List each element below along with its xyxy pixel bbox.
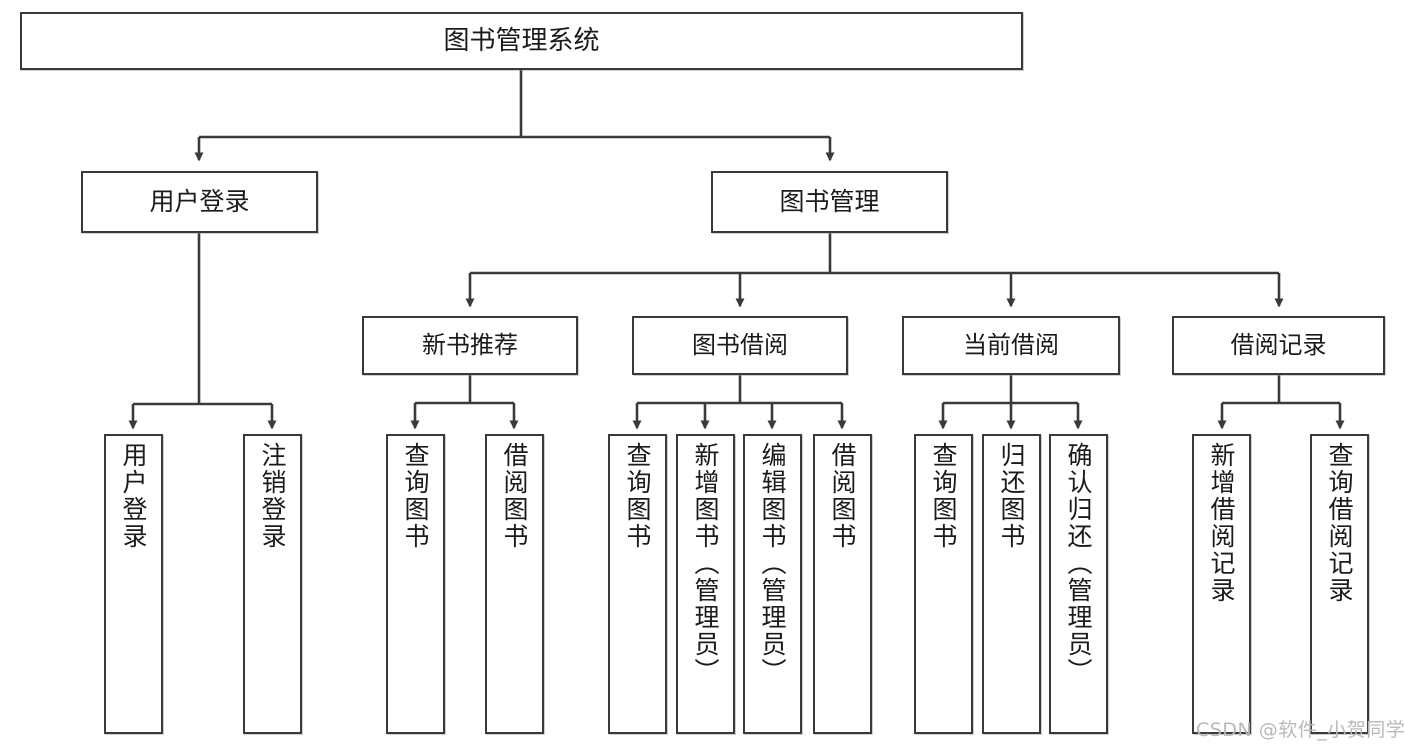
leaf-confirm-return-admin[interactable]: 确认归还（管理员）	[1049, 434, 1108, 734]
leaf-user-logout[interactable]: 注销登录	[243, 434, 302, 734]
node-label: 确认归还（管理员）	[1064, 442, 1093, 685]
node-label: 用户登录	[149, 187, 250, 217]
leaf-query-book-recommend[interactable]: 查询图书	[386, 434, 445, 734]
node-label: 图书借阅	[692, 331, 788, 360]
node-label: 当前借阅	[963, 331, 1059, 360]
node-label: 用户登录	[119, 442, 148, 550]
node-label: 归还图书	[997, 442, 1026, 550]
node-label: 查询图书	[401, 442, 430, 550]
node-root-system[interactable]: 图书管理系统	[20, 12, 1023, 70]
node-label: 查询图书	[929, 442, 958, 550]
node-label: 新增借阅记录	[1207, 442, 1236, 604]
node-label: 查询图书	[623, 442, 652, 550]
node-label: 新书推荐	[422, 331, 518, 360]
leaf-query-book-current[interactable]: 查询图书	[914, 434, 973, 734]
leaf-user-login[interactable]: 用户登录	[104, 434, 163, 734]
node-current-borrow[interactable]: 当前借阅	[902, 316, 1120, 375]
node-user-login[interactable]: 用户登录	[81, 171, 318, 233]
leaf-borrow-book[interactable]: 借阅图书	[813, 434, 872, 734]
leaf-return-book[interactable]: 归还图书	[982, 434, 1041, 734]
node-new-book-recommend[interactable]: 新书推荐	[362, 316, 578, 375]
leaf-add-borrow-record[interactable]: 新增借阅记录	[1192, 434, 1251, 734]
node-label: 借阅图书	[828, 442, 857, 550]
node-label: 图书管理	[779, 187, 880, 217]
node-book-management[interactable]: 图书管理	[711, 171, 948, 233]
node-label: 查询借阅记录	[1325, 442, 1354, 604]
node-label: 编辑图书（管理员）	[758, 442, 787, 685]
leaf-edit-book-admin[interactable]: 编辑图书（管理员）	[743, 434, 802, 734]
node-label: 借阅记录	[1230, 331, 1327, 360]
node-borrow-record[interactable]: 借阅记录	[1172, 316, 1385, 375]
leaf-query-book-borrow[interactable]: 查询图书	[608, 434, 667, 734]
csdn-watermark: CSDN @软件_小贺同学	[1196, 719, 1405, 741]
node-label: 借阅图书	[500, 442, 529, 550]
leaf-add-book-admin[interactable]: 新增图书（管理员）	[676, 434, 735, 734]
leaf-query-borrow-record[interactable]: 查询借阅记录	[1310, 434, 1369, 734]
leaf-borrow-book-recommend[interactable]: 借阅图书	[485, 434, 544, 734]
node-book-borrow[interactable]: 图书借阅	[632, 316, 848, 375]
node-label: 图书管理系统	[443, 25, 600, 56]
node-label: 注销登录	[258, 442, 287, 550]
node-label: 新增图书（管理员）	[691, 442, 720, 685]
